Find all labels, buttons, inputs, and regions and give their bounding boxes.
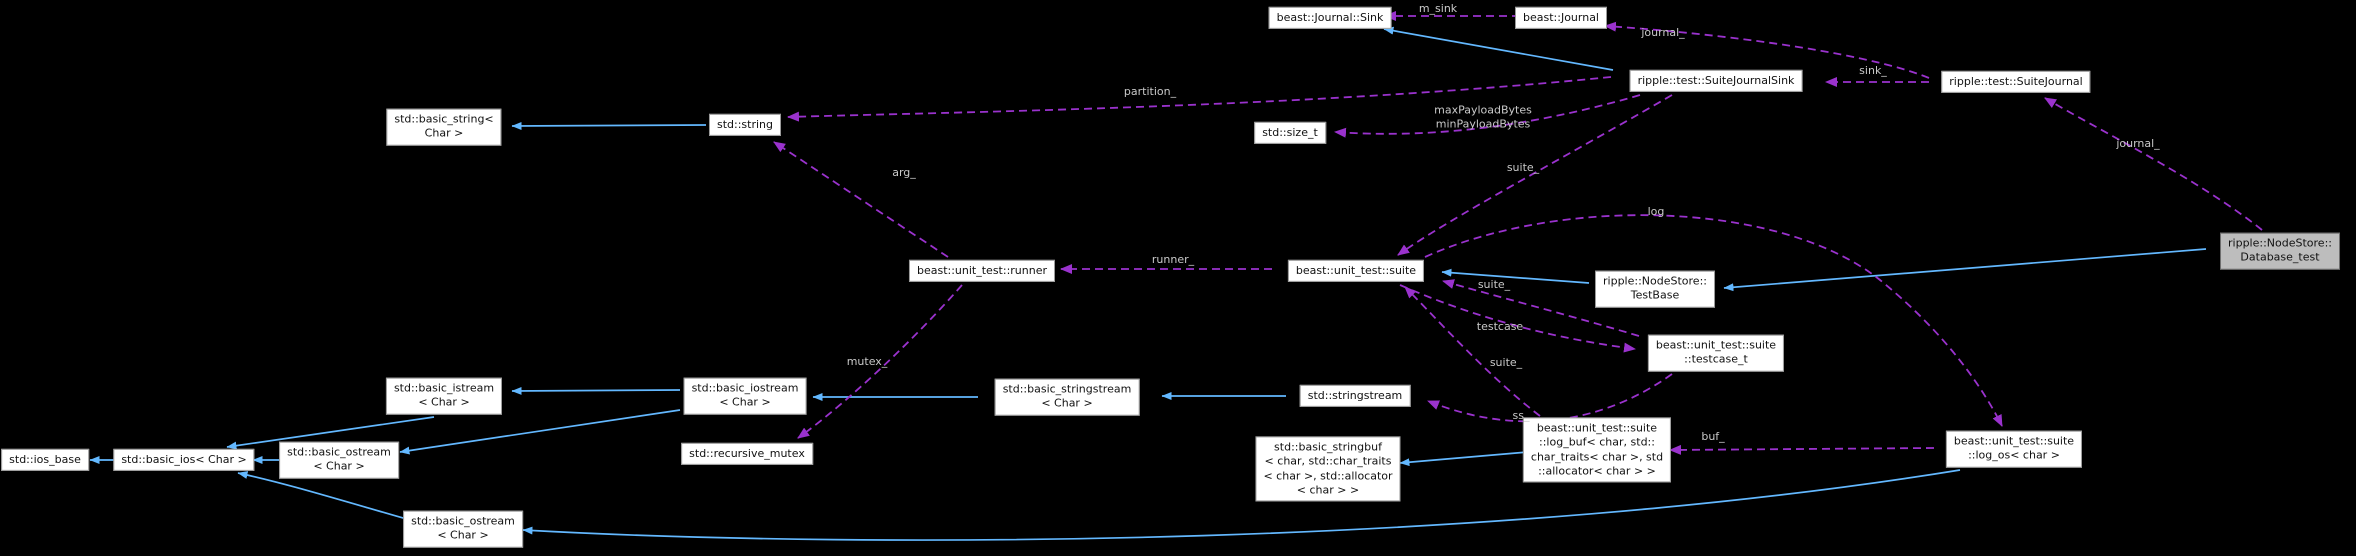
- edge-suite-member-logbuf: [1404, 286, 1541, 417]
- class-node-basic-iostream[interactable]: std::basic_iostream < Char >: [683, 377, 807, 415]
- edge-arg-member: [773, 141, 949, 258]
- edge-log-buf-to-basic-stringbuf: [1399, 451, 1529, 467]
- class-node-journal-sink[interactable]: beast::Journal::Sink: [1268, 6, 1392, 30]
- edge-journal-member: [1604, 21, 1930, 79]
- class-node-basic-ios[interactable]: std::basic_ios< Char >: [113, 448, 255, 472]
- edge-string-to-basic-string: [511, 121, 707, 130]
- class-node-testbase[interactable]: ripple::NodeStore:: TestBase: [1595, 270, 1715, 308]
- edge-basic-iostream-to-basic-istream: [511, 386, 681, 395]
- edge-group: [89, 11, 2263, 541]
- edge-dbtest-to-testbase: [1723, 248, 2207, 292]
- edge-log-member: [1424, 214, 2003, 427]
- edge-suite-member-testcase: [1442, 279, 1640, 337]
- edge-buf-member: [1669, 444, 1935, 455]
- class-node-size-t[interactable]: std::size_t: [1254, 121, 1326, 145]
- class-node-ios-base[interactable]: std::ios_base: [1, 448, 89, 472]
- class-node-basic-string[interactable]: std::basic_string< Char >: [386, 108, 502, 146]
- class-node-log-buf[interactable]: beast::unit_test::suite ::log_buf< char,…: [1522, 417, 1672, 483]
- class-node-log-os[interactable]: beast::unit_test::suite ::log_os< char >: [1945, 430, 2083, 468]
- class-node-recursive-mutex[interactable]: std::recursive_mutex: [681, 442, 813, 466]
- edge-payload-members: [1334, 94, 1641, 138]
- edge-sjsink-to-journal-sink: [1383, 26, 1614, 71]
- edge-testbase-to-suite: [1441, 268, 1590, 284]
- class-node-suite-journal[interactable]: ripple::test::SuiteJournal: [1941, 70, 2091, 94]
- class-node-basic-ostream-mid[interactable]: std::basic_ostream < Char >: [279, 441, 399, 479]
- edge-basic-istream-to-basic-ios: [226, 416, 435, 450]
- class-node-string[interactable]: std::string: [708, 113, 782, 137]
- edge-suite-member-sjsink: [1397, 94, 1673, 256]
- class-node-basic-stringstream[interactable]: std::basic_stringstream < Char >: [994, 378, 1140, 416]
- class-node-suite[interactable]: beast::unit_test::suite: [1287, 259, 1425, 283]
- class-node-basic-ostream-bottom[interactable]: std::basic_ostream < Char >: [403, 510, 523, 548]
- class-node-runner[interactable]: beast::unit_test::runner: [908, 259, 1056, 283]
- class-node-database-test[interactable]: ripple::NodeStore:: Database_test: [2220, 232, 2340, 270]
- class-node-testcase-t[interactable]: beast::unit_test::suite ::testcase_t: [1647, 334, 1785, 372]
- edge-basic-iostream-to-basic-ostream-mid: [399, 409, 681, 455]
- class-node-stringstream[interactable]: std::stringstream: [1299, 384, 1411, 408]
- edge-basic-ostream-bottom-to-basic-ios: [237, 471, 411, 521]
- edge-journal-member-dbtest: [2044, 97, 2263, 231]
- edge-log-os-to-basic-ostream-bottom: [522, 469, 1961, 541]
- class-node-basic-istream[interactable]: std::basic_istream < Char >: [385, 377, 503, 415]
- class-node-basic-stringbuf[interactable]: std::basic_stringbuf < char, std::char_t…: [1255, 436, 1401, 502]
- edge-ss-member: [1427, 373, 1673, 423]
- class-node-journal[interactable]: beast::Journal: [1515, 6, 1607, 30]
- edge-mutex-member: [797, 284, 963, 439]
- edge-testcase-member: [1399, 284, 1636, 353]
- class-node-suite-journal-sink[interactable]: ripple::test::SuiteJournalSink: [1629, 69, 1803, 93]
- edge-partition-member: [787, 76, 1612, 122]
